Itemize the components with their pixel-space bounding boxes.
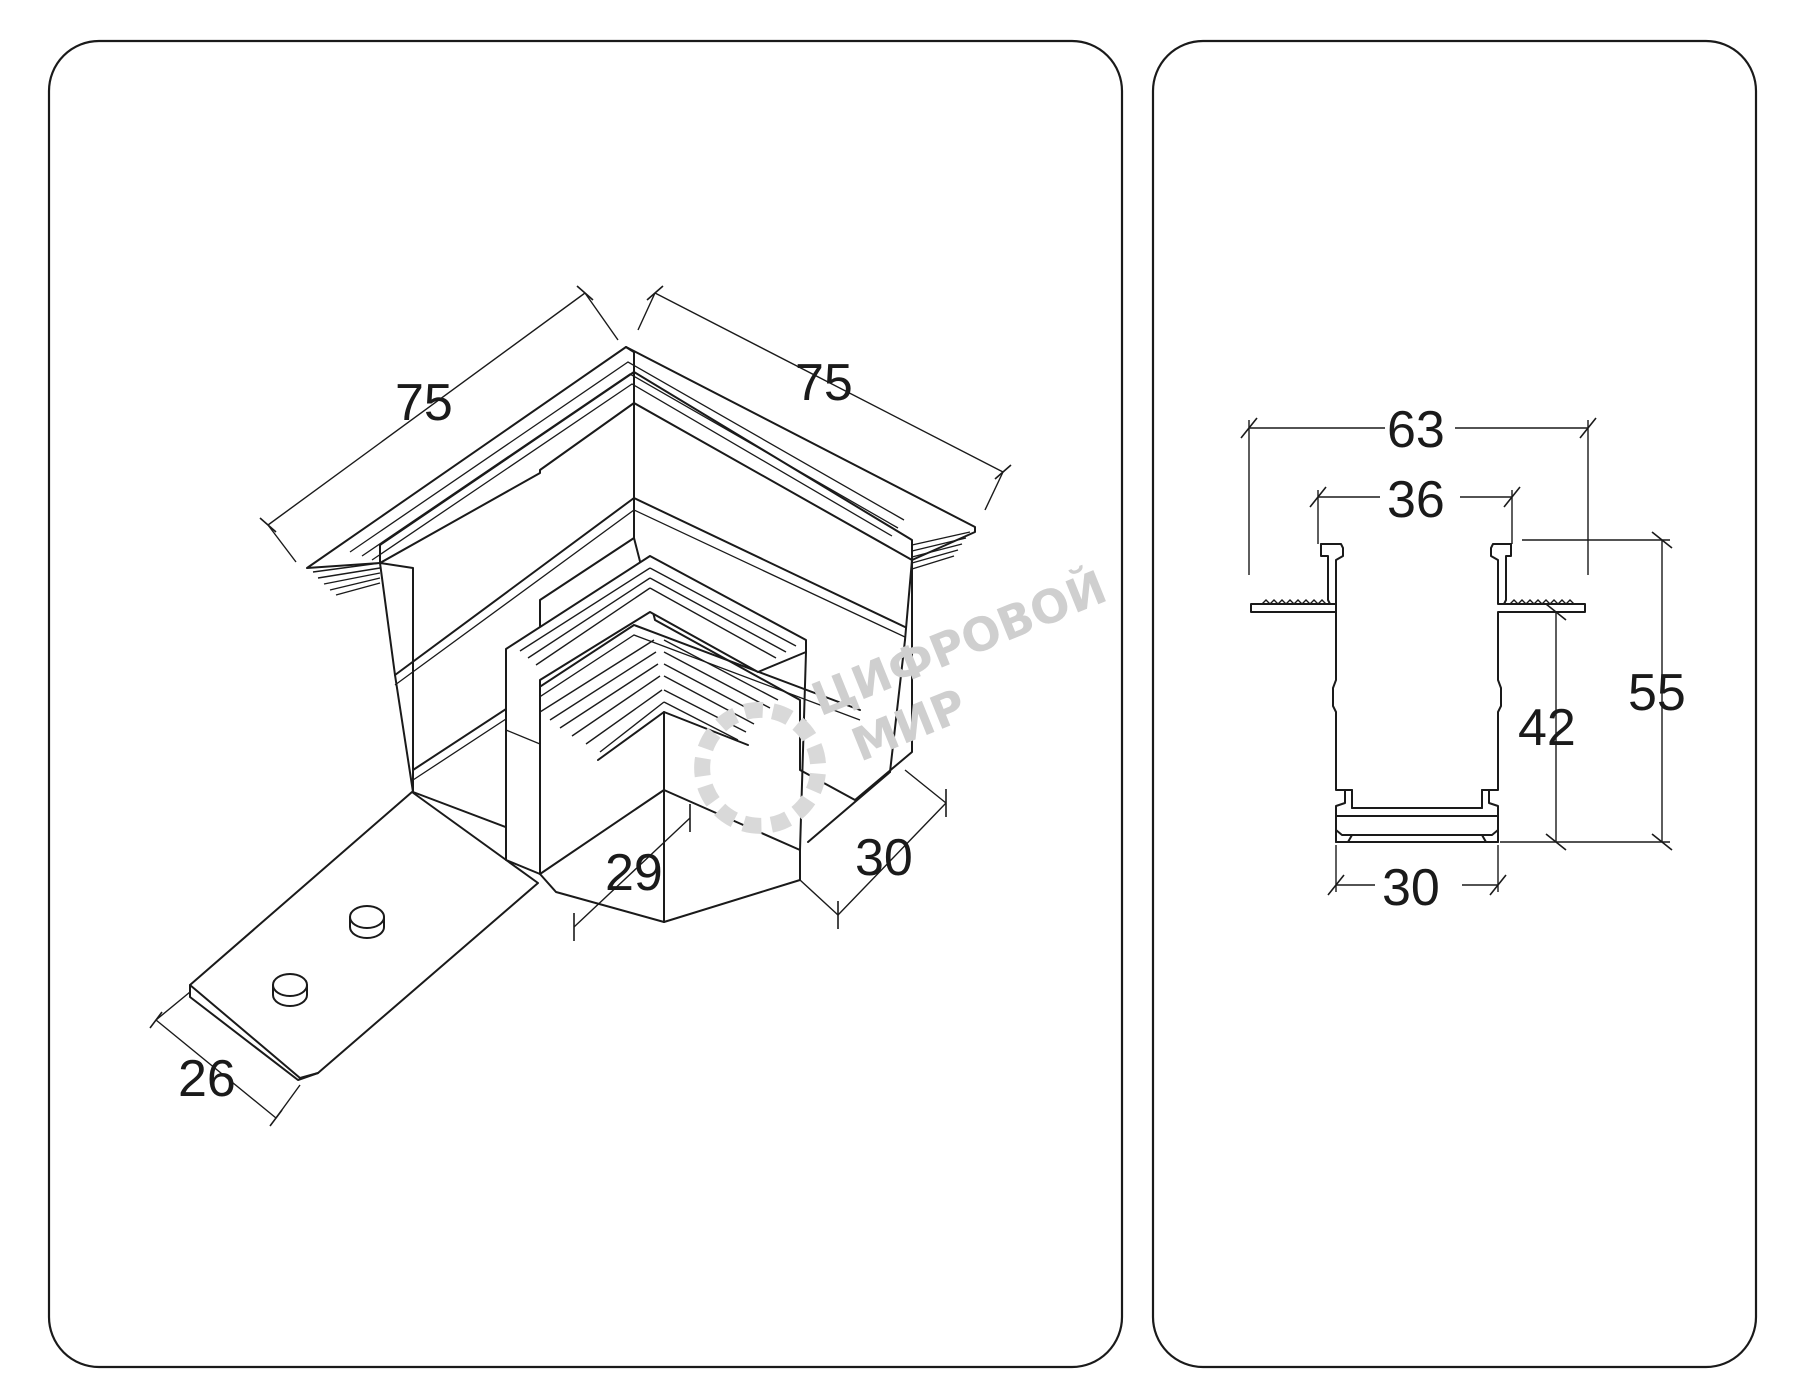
screw-2 [349, 905, 385, 939]
corner-connector-illustration [189, 346, 976, 1081]
dim-26: 26 [149, 991, 301, 1127]
profile-left-wall [1250, 543, 1353, 843]
dim-26-label: 26 [178, 1050, 236, 1108]
right-panel [1151, 39, 1758, 1369]
dim-29: 29 [573, 804, 691, 941]
dim-30-left: 30 [799, 769, 947, 929]
inner-profile [505, 555, 807, 923]
mounting-plate [189, 791, 539, 1081]
dim-36-label: 36 [1387, 471, 1445, 529]
dim-55-label: 55 [1628, 664, 1686, 722]
dim-75-right: 75 [637, 285, 1012, 511]
screw-1 [272, 973, 308, 1007]
dim-30-left-label: 30 [855, 829, 913, 887]
dim-42-label: 42 [1518, 699, 1576, 757]
dim-36: 36 [1309, 471, 1521, 544]
dim-30-right: 30 [1327, 845, 1507, 917]
dim-29-label: 29 [605, 844, 663, 902]
dim-55: 55 [1500, 531, 1686, 851]
dim-75-left-label: 75 [395, 374, 453, 432]
flange-ribs [312, 531, 971, 596]
dim-75-right-label: 75 [795, 354, 853, 412]
dim-42: 42 [1518, 603, 1576, 851]
left-dimensions: 75 75 29 30 [149, 285, 1012, 1127]
outer-profile [306, 346, 976, 843]
watermark-gear-icon [694, 701, 827, 834]
profile-right-wall [1481, 543, 1586, 843]
right-dimensions: 63 36 55 42 [1240, 401, 1686, 917]
inner-floor-ribs [539, 639, 779, 753]
dim-30-right-label: 30 [1382, 859, 1440, 917]
profile-cross-section [1250, 543, 1586, 843]
dim-63: 63 [1240, 401, 1597, 575]
dim-63-label: 63 [1387, 401, 1445, 459]
dim-75-left: 75 [259, 285, 619, 563]
